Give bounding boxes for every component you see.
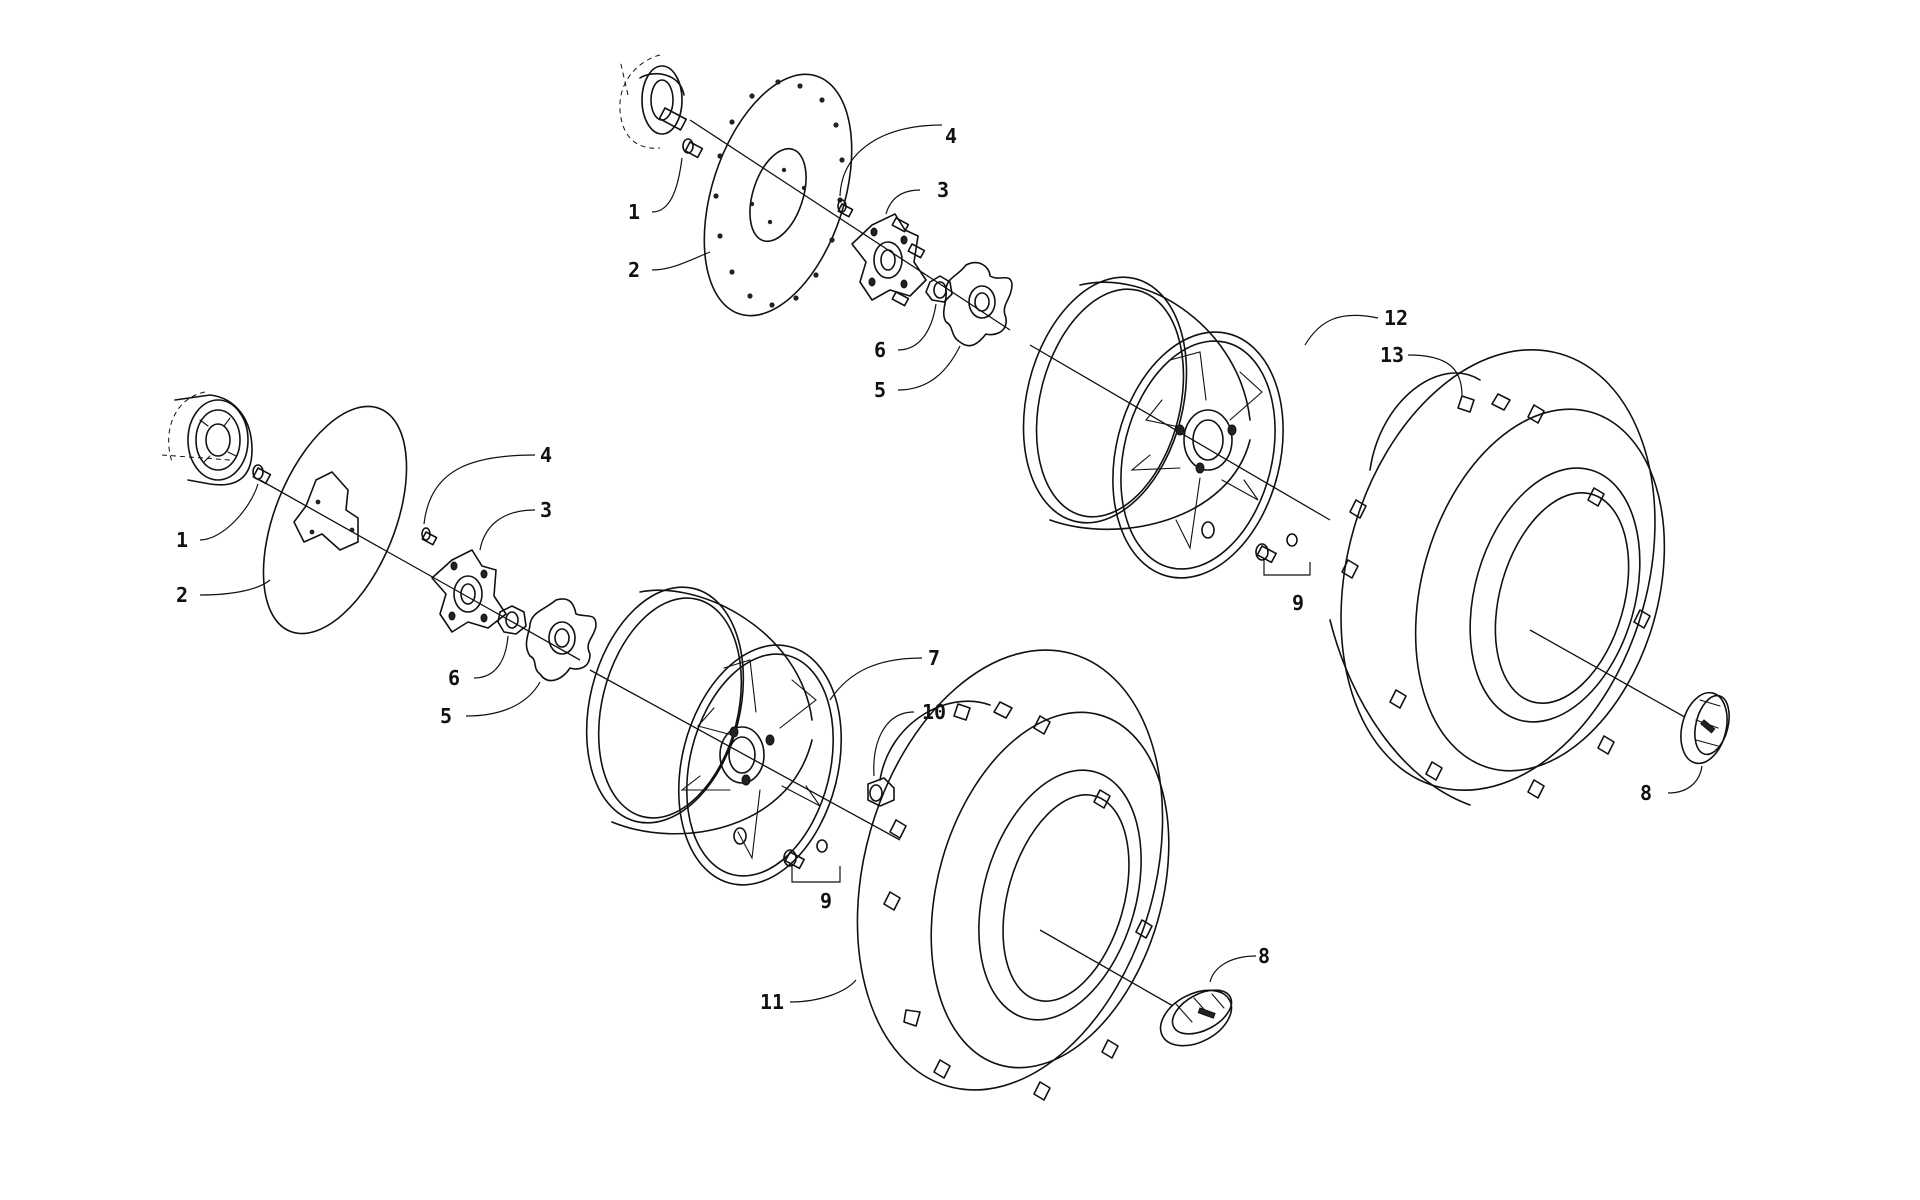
callout-top-9: 9 <box>1292 591 1304 615</box>
callout-bottom-7: 7 <box>928 646 940 670</box>
bottom-valve-stem <box>783 839 841 883</box>
bottom-lug-nut <box>867 777 895 807</box>
callout-bottom-9: 9 <box>820 889 832 913</box>
top-callouts: 1 2 4 3 6 5 12 13 9 8 <box>628 124 1703 805</box>
callout-top-3: 3 <box>937 178 949 202</box>
callout-top-1: 1 <box>628 200 640 224</box>
bottom-bearing-housing <box>161 391 253 486</box>
callout-top-2: 2 <box>628 258 640 282</box>
callout-top-8: 8 <box>1640 781 1652 805</box>
callout-bottom-2: 2 <box>176 583 188 607</box>
top-assembly: 1 2 4 3 6 5 12 13 9 8 <box>619 54 1730 806</box>
bottom-nut-6 <box>497 605 527 635</box>
callout-bottom-11: 11 <box>760 990 784 1014</box>
bottom-wheel-rim <box>585 586 843 886</box>
callout-bottom-3: 3 <box>540 498 552 522</box>
bottom-center-axis <box>259 479 901 841</box>
callout-top-5: 5 <box>874 378 886 402</box>
callout-bottom-10: 10 <box>922 700 946 724</box>
top-hub-cap <box>1680 691 1730 765</box>
callout-top-13: 13 <box>1380 343 1404 367</box>
top-spacer-5 <box>942 261 1013 347</box>
callout-top-12: 12 <box>1384 306 1408 330</box>
bottom-spacer-5 <box>525 598 597 682</box>
top-stud-4 <box>837 199 854 218</box>
top-tire <box>1329 348 1666 806</box>
bottom-hub <box>431 549 507 633</box>
top-center-axis <box>689 119 1331 521</box>
bottom-bolt-1 <box>252 464 272 485</box>
top-wheel-rim <box>1022 276 1284 579</box>
top-axle-housing <box>619 54 687 149</box>
bottom-tire <box>856 649 1170 1101</box>
callout-bottom-1: 1 <box>176 528 188 552</box>
bottom-assembly: 1 2 4 3 6 5 7 10 9 11 8 <box>161 391 1270 1101</box>
callout-bottom-6: 6 <box>448 666 460 690</box>
bottom-stud-4 <box>421 527 438 546</box>
callout-top-6: 6 <box>874 338 886 362</box>
callout-bottom-5: 5 <box>440 704 452 728</box>
bottom-hub-cap <box>1159 989 1233 1047</box>
callout-top-4: 4 <box>945 124 957 148</box>
top-hub <box>851 213 927 307</box>
top-bolt-1 <box>682 138 704 159</box>
top-brake-disc <box>703 73 853 317</box>
bottom-brake-disc <box>262 405 408 635</box>
callout-bottom-8: 8 <box>1258 944 1270 968</box>
bottom-callouts: 1 2 4 3 6 5 7 10 9 11 8 <box>176 443 1270 1014</box>
callout-bottom-4: 4 <box>540 443 552 467</box>
top-tire-axis <box>1529 629 1691 721</box>
bottom-tire-axis <box>1039 929 1181 1011</box>
top-valve-stem <box>1255 533 1311 576</box>
